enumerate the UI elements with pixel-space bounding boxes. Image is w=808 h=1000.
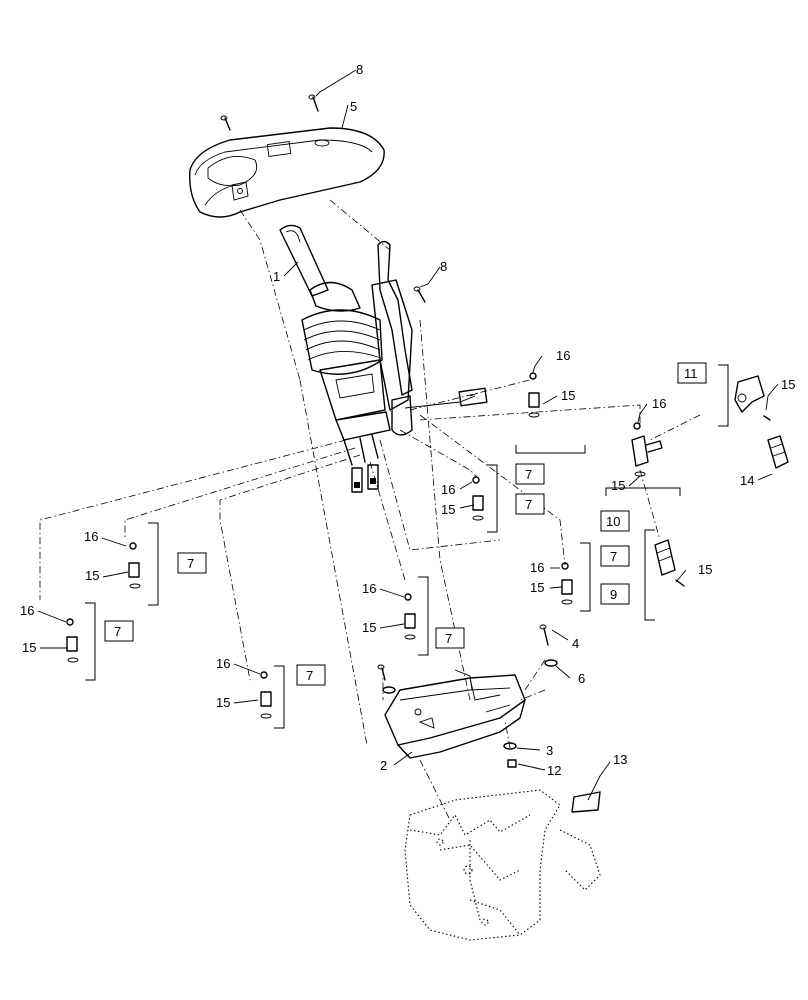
cover-part — [189, 127, 385, 218]
callout-4: 4 — [572, 636, 579, 651]
box-ref-10: 10 — [606, 514, 620, 529]
box-ref-7-b: 7 — [114, 624, 121, 639]
callout-5: 5 — [350, 99, 357, 114]
box-ref-7-d: 7 — [445, 631, 452, 646]
screw-part-right — [413, 286, 426, 303]
callout-2: 2 — [380, 758, 387, 773]
detail-15-g: 15 — [216, 695, 230, 710]
detail-15-d: 15 — [85, 568, 99, 583]
detail-16-b: 16 — [652, 396, 666, 411]
console-base-part — [404, 789, 601, 941]
detail-16-g: 16 — [216, 656, 230, 671]
detail-15-c: 15 — [441, 502, 455, 517]
detail-15-i: 15 — [781, 377, 795, 392]
joystick-part — [279, 224, 488, 493]
callout-8-right: 8 — [440, 259, 447, 274]
box-ref-7-e: 7 — [525, 467, 532, 482]
screw-part-top — [220, 94, 319, 131]
detail-15-b: 15 — [611, 478, 625, 493]
detail-16-a: 16 — [556, 348, 570, 363]
ref-boxes — [104, 362, 707, 686]
box-ref-9: 9 — [610, 587, 617, 602]
detail-15-h: 15 — [530, 580, 544, 595]
callout-8-top: 8 — [356, 62, 363, 77]
callout-6: 6 — [578, 671, 585, 686]
detail-16-e: 16 — [20, 603, 34, 618]
callout-1: 1 — [273, 269, 280, 284]
callout-3: 3 — [546, 743, 553, 758]
box-ref-7-a: 7 — [187, 556, 194, 571]
center-lines — [39, 199, 701, 821]
box-ref-7-g: 7 — [610, 549, 617, 564]
detail-15-f: 15 — [362, 620, 376, 635]
callout-12: 12 — [547, 763, 561, 778]
detail-16-f: 16 — [362, 581, 376, 596]
callout-13: 13 — [613, 752, 627, 767]
detail-16-h: 16 — [530, 560, 544, 575]
detail-15-j: 15 — [698, 562, 712, 577]
bracket-part — [384, 669, 526, 759]
detail-16-c: 16 — [441, 482, 455, 497]
fastener-parts — [377, 624, 558, 768]
group-brackets — [85, 364, 729, 729]
box-ref-7-c: 7 — [306, 668, 313, 683]
detail-15-e: 15 — [22, 640, 36, 655]
detail-16-d: 16 — [84, 529, 98, 544]
label-layer: 1 2 3 4 5 6 8 8 12 13 14 7 7 7 7 7 7 7 9… — [20, 62, 795, 778]
leader-lines — [37, 69, 779, 801]
switch-parts — [66, 372, 789, 719]
box-ref-7-f: 7 — [525, 497, 532, 512]
box-ref-11: 11 — [684, 366, 698, 381]
callout-14: 14 — [740, 473, 754, 488]
detail-15-a: 15 — [561, 388, 575, 403]
decal-part — [571, 791, 601, 813]
